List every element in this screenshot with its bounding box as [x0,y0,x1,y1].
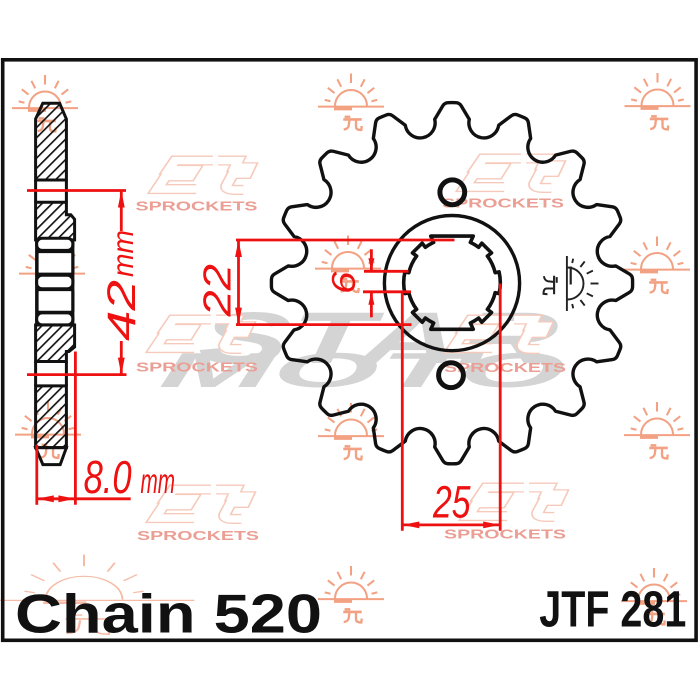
svg-text:8.0: 8.0 [84,451,132,503]
svg-text:SPROCKETS: SPROCKETS [136,361,258,375]
svg-text:6: 6 [325,271,362,294]
svg-text:mm: mm [107,230,140,277]
svg-text:mm: mm [141,462,176,501]
svg-text:Chain 520: Chain 520 [15,582,322,644]
svg-text:SPROCKETS: SPROCKETS [442,197,564,211]
svg-text:SPROCKETS: SPROCKETS [444,528,566,542]
svg-text:SPROCKETS: SPROCKETS [137,529,259,543]
svg-text:SPROCKETS: SPROCKETS [444,361,566,375]
svg-text:42: 42 [100,280,144,341]
svg-text:SPROCKETS: SPROCKETS [136,200,258,214]
svg-text:22: 22 [197,264,240,318]
svg-text:JTF 281: JTF 281 [539,580,686,637]
svg-text:25: 25 [432,477,471,528]
